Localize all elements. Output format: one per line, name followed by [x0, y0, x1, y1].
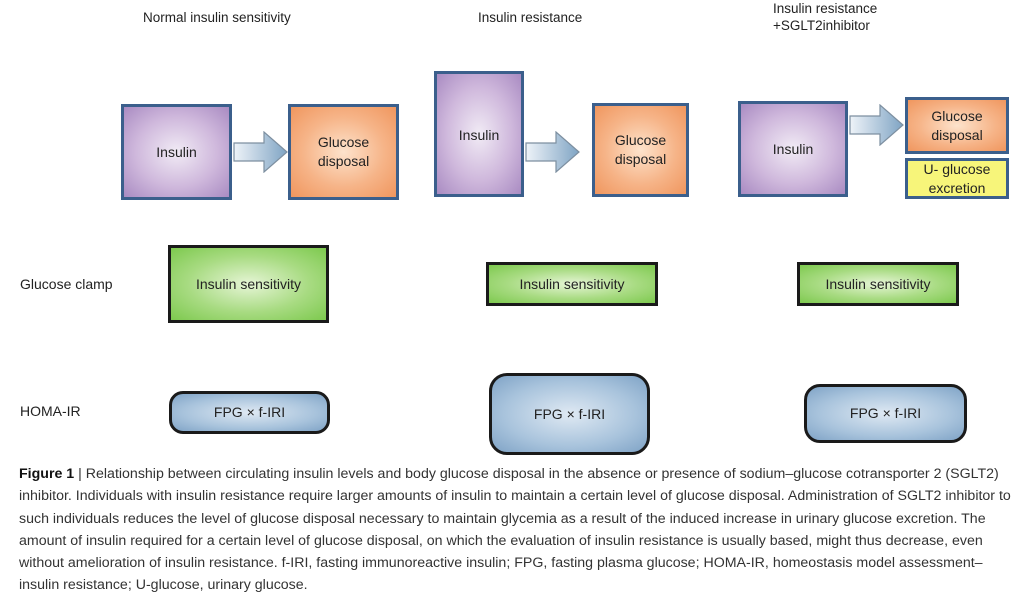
caption-text: Relationship between circulating insulin…: [19, 466, 1011, 594]
insulin-label: Insulin: [156, 143, 197, 160]
column-title-normal: Normal insulin sensitivity: [143, 10, 291, 25]
insulin-sensitivity-box-resistance: Insulin sensitivity: [486, 262, 658, 306]
row-label-homa-ir: HOMA-IR: [20, 403, 81, 419]
insulin-box-resistance: Insulin: [434, 71, 524, 197]
homa-ir-box-resistance: FPG × f-IRI: [489, 373, 650, 455]
column-title-sglt2-line2: +SGLT2inhibitor: [773, 18, 870, 33]
homa-formula-label: FPG × f-IRI: [849, 405, 922, 421]
arrow-icon-sglt2: [849, 104, 904, 146]
column-title-resistance: Insulin resistance: [478, 10, 583, 25]
homa-formula-label: FPG × f-IRI: [533, 405, 606, 422]
insulin-box-normal: Insulin: [121, 104, 232, 200]
insulin-sensitivity-box-normal: Insulin sensitivity: [168, 245, 329, 323]
homa-ir-box-sglt2: FPG × f-IRI: [804, 384, 967, 443]
homa-formula-label: FPG × f-IRI: [213, 404, 286, 420]
column-title-sglt2: Insulin resistance +SGLT2inhibitor: [773, 0, 877, 34]
arrow-icon-resistance: [525, 131, 580, 173]
insulin-box-sglt2: Insulin: [738, 101, 848, 197]
insulin-sensitivity-label: Insulin sensitivity: [195, 275, 302, 292]
row-label-glucose-clamp: Glucose clamp: [20, 276, 113, 292]
insulin-sensitivity-label: Insulin sensitivity: [825, 275, 931, 292]
homa-ir-box-normal: FPG × f-IRI: [169, 391, 330, 434]
arrow-icon-normal: [233, 131, 288, 173]
insulin-sensitivity-label: Insulin sensitivity: [519, 275, 625, 292]
figure-label: Figure 1: [19, 466, 75, 482]
column-title-sglt2-line1: Insulin resistance: [773, 1, 878, 16]
caption-separator: |: [74, 466, 86, 482]
figure-caption: Figure 1 | Relationship between circulat…: [19, 463, 1019, 597]
insulin-label: Insulin: [772, 140, 814, 157]
insulin-label: Insulin: [458, 127, 500, 143]
insulin-sensitivity-box-sglt2: Insulin sensitivity: [797, 262, 959, 306]
